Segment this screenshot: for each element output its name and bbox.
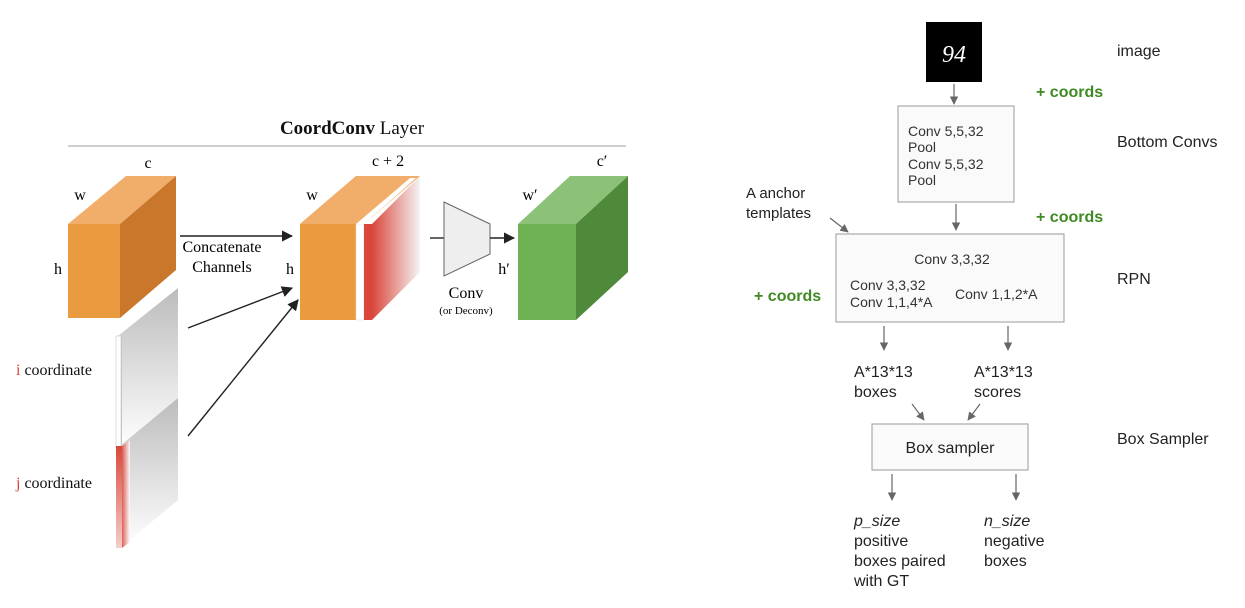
- concatenated-cube: [300, 176, 420, 321]
- scores-label-2: scores: [974, 384, 1021, 401]
- p-size-label: p_size: [853, 513, 900, 530]
- label-rpn: RPN: [1117, 271, 1151, 288]
- positive-line-3: with GT: [853, 573, 909, 590]
- concat-arrow-i: [187, 286, 294, 329]
- positive-line-1: positive: [854, 533, 908, 550]
- negative-line-2: boxes: [984, 553, 1027, 570]
- arrow-boxes-to-sampler: [911, 403, 925, 421]
- rpn-box: [835, 233, 1065, 323]
- box-sampler-box: [871, 423, 1029, 471]
- n-size-label: n_size: [984, 513, 1030, 530]
- output-cube: [518, 176, 628, 320]
- rpn-top: Conv 3,3,32: [914, 251, 990, 267]
- label-box-sampler: Box Sampler: [1117, 431, 1209, 448]
- middle-w-label: w: [306, 187, 318, 204]
- rpn-left-2: Conv 1,1,4*A: [850, 294, 933, 310]
- positive-line-2: boxes paired: [854, 553, 946, 570]
- arrow-anchor-to-rpn: [829, 217, 849, 233]
- boxes-label-1: A*13*13: [854, 364, 913, 381]
- box-sampler-label: Box sampler: [906, 440, 996, 457]
- output-w-label: w′: [522, 187, 537, 204]
- input-w-label: w: [74, 187, 86, 204]
- bottom-convs-box: [897, 105, 1015, 203]
- anchor-label-2: templates: [746, 205, 811, 222]
- middle-h-label: h: [286, 261, 294, 278]
- conv-sub-label: (or Deconv): [439, 305, 493, 317]
- rpn-left-1: Conv 3,3,32: [850, 277, 926, 293]
- arrow-scores-to-sampler: [967, 403, 981, 421]
- concat-label-2: Channels: [192, 259, 252, 276]
- j-coordinate-label: j coordinate: [15, 475, 92, 492]
- concat-label-1: Concatenate: [182, 239, 261, 256]
- label-bottom-convs: Bottom Convs: [1117, 134, 1217, 151]
- output-c-label: c′: [597, 153, 608, 170]
- coords-2: + coords: [1036, 209, 1103, 226]
- rpn-right: Conv 1,1,2*A: [955, 286, 1038, 302]
- label-image: image: [1117, 43, 1161, 60]
- bottom-line-2: Pool: [908, 139, 936, 155]
- bottom-line-4: Pool: [908, 172, 936, 188]
- output-h-label: h′: [498, 261, 510, 278]
- i-coordinate-slab: [115, 288, 178, 449]
- negative-line-1: negative: [984, 533, 1045, 550]
- input-cube: [68, 176, 176, 318]
- boxes-label-2: boxes: [854, 384, 897, 401]
- conv-label: Conv: [449, 285, 484, 302]
- input-image-digits: 94: [942, 42, 966, 68]
- bottom-line-3: Conv 5,5,32: [908, 156, 984, 172]
- input-h-label: h: [54, 261, 62, 278]
- j-coordinate-slab: [116, 398, 178, 548]
- coords-1: + coords: [1036, 84, 1103, 101]
- bottom-line-1: Conv 5,5,32: [908, 123, 984, 139]
- concat-arrow-j: [187, 299, 299, 437]
- conv-trapezoid: [443, 201, 491, 277]
- coords-3: + coords: [754, 288, 821, 305]
- coordconv-title: CoordConv Layer: [280, 118, 425, 139]
- coordconv-panel: CoordConv Layer c w h i coordinate j coo…: [15, 118, 628, 548]
- input-image-thumbnail: [926, 22, 982, 82]
- middle-c-label: c + 2: [372, 153, 404, 170]
- pipeline-panel: 94 image + coords Conv 5,5,32 Pool Conv …: [746, 22, 1217, 590]
- input-c-label: c: [144, 155, 151, 172]
- scores-label-1: A*13*13: [974, 364, 1033, 381]
- anchor-label-1: A anchor: [746, 185, 805, 202]
- i-coordinate-label: i coordinate: [16, 362, 92, 379]
